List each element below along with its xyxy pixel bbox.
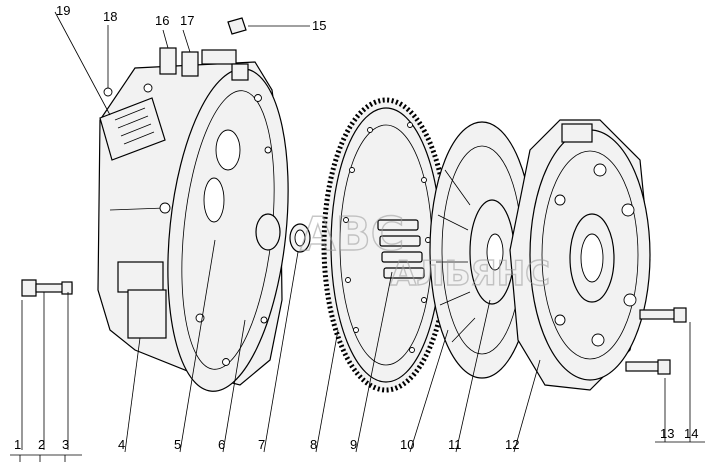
leader-lines bbox=[10, 11, 705, 462]
callout-2: 2 bbox=[38, 437, 45, 452]
callout-9: 9 bbox=[350, 437, 357, 452]
callout-7: 7 bbox=[258, 437, 265, 452]
callout-15: 15 bbox=[312, 18, 326, 33]
callout-8: 8 bbox=[310, 437, 317, 452]
callout-6: 6 bbox=[218, 437, 225, 452]
callout-12: 12 bbox=[505, 437, 519, 452]
callout-labels: 1 2 3 4 5 6 7 8 9 10 11 12 13 14 15 16 1… bbox=[14, 3, 698, 452]
watermark-line2: АЛЬЯНС bbox=[390, 254, 550, 294]
callout-4: 4 bbox=[118, 437, 125, 452]
callout-18: 18 bbox=[103, 9, 117, 24]
callout-14: 14 bbox=[684, 426, 698, 441]
callout-3: 3 bbox=[62, 437, 69, 452]
callout-1: 1 bbox=[14, 437, 21, 452]
pressure-plate-assembly bbox=[509, 119, 651, 391]
callout-11: 11 bbox=[448, 437, 462, 452]
callout-17: 17 bbox=[180, 13, 194, 28]
callout-10: 10 bbox=[400, 437, 414, 452]
flywheel-bolts bbox=[377, 219, 425, 279]
clutch-disc bbox=[429, 121, 535, 379]
callout-5: 5 bbox=[174, 437, 181, 452]
loose-bolts bbox=[21, 17, 687, 375]
callout-19: 19 bbox=[56, 3, 70, 18]
callout-16: 16 bbox=[155, 13, 169, 28]
callout-13: 13 bbox=[660, 426, 674, 441]
flywheel-housing bbox=[97, 47, 311, 392]
watermark-line1: ABC bbox=[300, 207, 404, 261]
